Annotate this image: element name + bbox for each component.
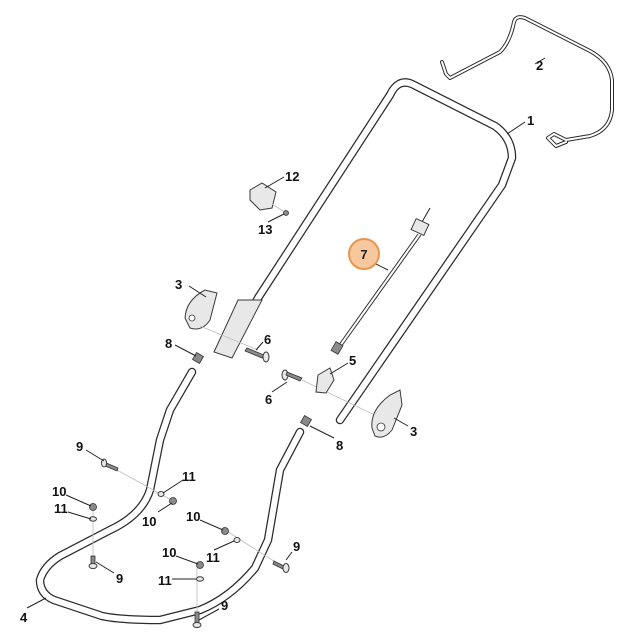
part-11-washer-d[interactable]: [196, 576, 204, 582]
part-9-bolt-d[interactable]: [192, 611, 202, 628]
part-11-washer-b[interactable]: [157, 491, 165, 497]
part-6-bolt-upper[interactable]: [244, 347, 270, 363]
part-7-cable[interactable]: [330, 207, 431, 355]
part-13-screw[interactable]: [283, 210, 289, 216]
part-4-lower-handle[interactable]: [35, 367, 305, 625]
part-2-bail-wire[interactable]: [440, 15, 614, 148]
callout-8[interactable]: 8: [165, 336, 173, 351]
part-10-nut-a[interactable]: [89, 503, 97, 511]
callout-9[interactable]: 9: [116, 571, 124, 586]
part-10-nut-d[interactable]: [196, 561, 204, 569]
part-10-nut-c[interactable]: [221, 527, 229, 535]
callout-9[interactable]: 9: [221, 598, 229, 613]
callout-10[interactable]: 10: [186, 509, 201, 524]
part-8-insert-left[interactable]: [191, 351, 205, 365]
part-9-bolt-c[interactable]: [272, 560, 290, 573]
callout-3[interactable]: 3: [175, 277, 183, 292]
callout-11[interactable]: 11: [54, 501, 68, 516]
callout-6[interactable]: 6: [264, 332, 272, 347]
leader-lines: [26, 57, 546, 621]
part-6-bolt-lower[interactable]: [281, 369, 303, 382]
part-1-upper-handle[interactable]: [225, 78, 517, 425]
callout-10[interactable]: 10: [142, 514, 157, 529]
callout-10[interactable]: 10: [52, 484, 67, 499]
callout-11[interactable]: 11: [206, 550, 220, 565]
callout-3[interactable]: 3: [410, 424, 418, 439]
part-11-washer-c[interactable]: [233, 537, 241, 543]
callout-7-highlighted[interactable]: 7: [348, 238, 380, 270]
callout-10[interactable]: 10: [162, 545, 177, 560]
part-10-nut-b[interactable]: [169, 497, 177, 505]
callout-13[interactable]: 13: [258, 222, 273, 237]
callout-9[interactable]: 9: [76, 439, 84, 454]
callout-8[interactable]: 8: [336, 438, 344, 453]
part-5-clamp[interactable]: [315, 367, 335, 394]
part-12-clip[interactable]: [249, 182, 277, 211]
callout-12[interactable]: 12: [285, 169, 300, 184]
callout-11[interactable]: 11: [158, 573, 172, 588]
callout-6[interactable]: 6: [265, 392, 273, 407]
part-9-bolt-b[interactable]: [88, 555, 98, 569]
handle-sleeve: [213, 299, 263, 359]
callout-2[interactable]: 2: [536, 58, 544, 73]
callout-11[interactable]: 11: [182, 469, 196, 484]
callout-1[interactable]: 1: [527, 113, 535, 128]
callout-9[interactable]: 9: [293, 539, 301, 554]
part-3-knob-right[interactable]: [371, 389, 403, 438]
callout-4[interactable]: 4: [20, 610, 28, 625]
part-8-insert-right[interactable]: [299, 414, 313, 428]
part-3-knob-left[interactable]: [184, 289, 218, 330]
callout-5[interactable]: 5: [349, 353, 357, 368]
part-9-bolt-a[interactable]: [101, 458, 119, 472]
